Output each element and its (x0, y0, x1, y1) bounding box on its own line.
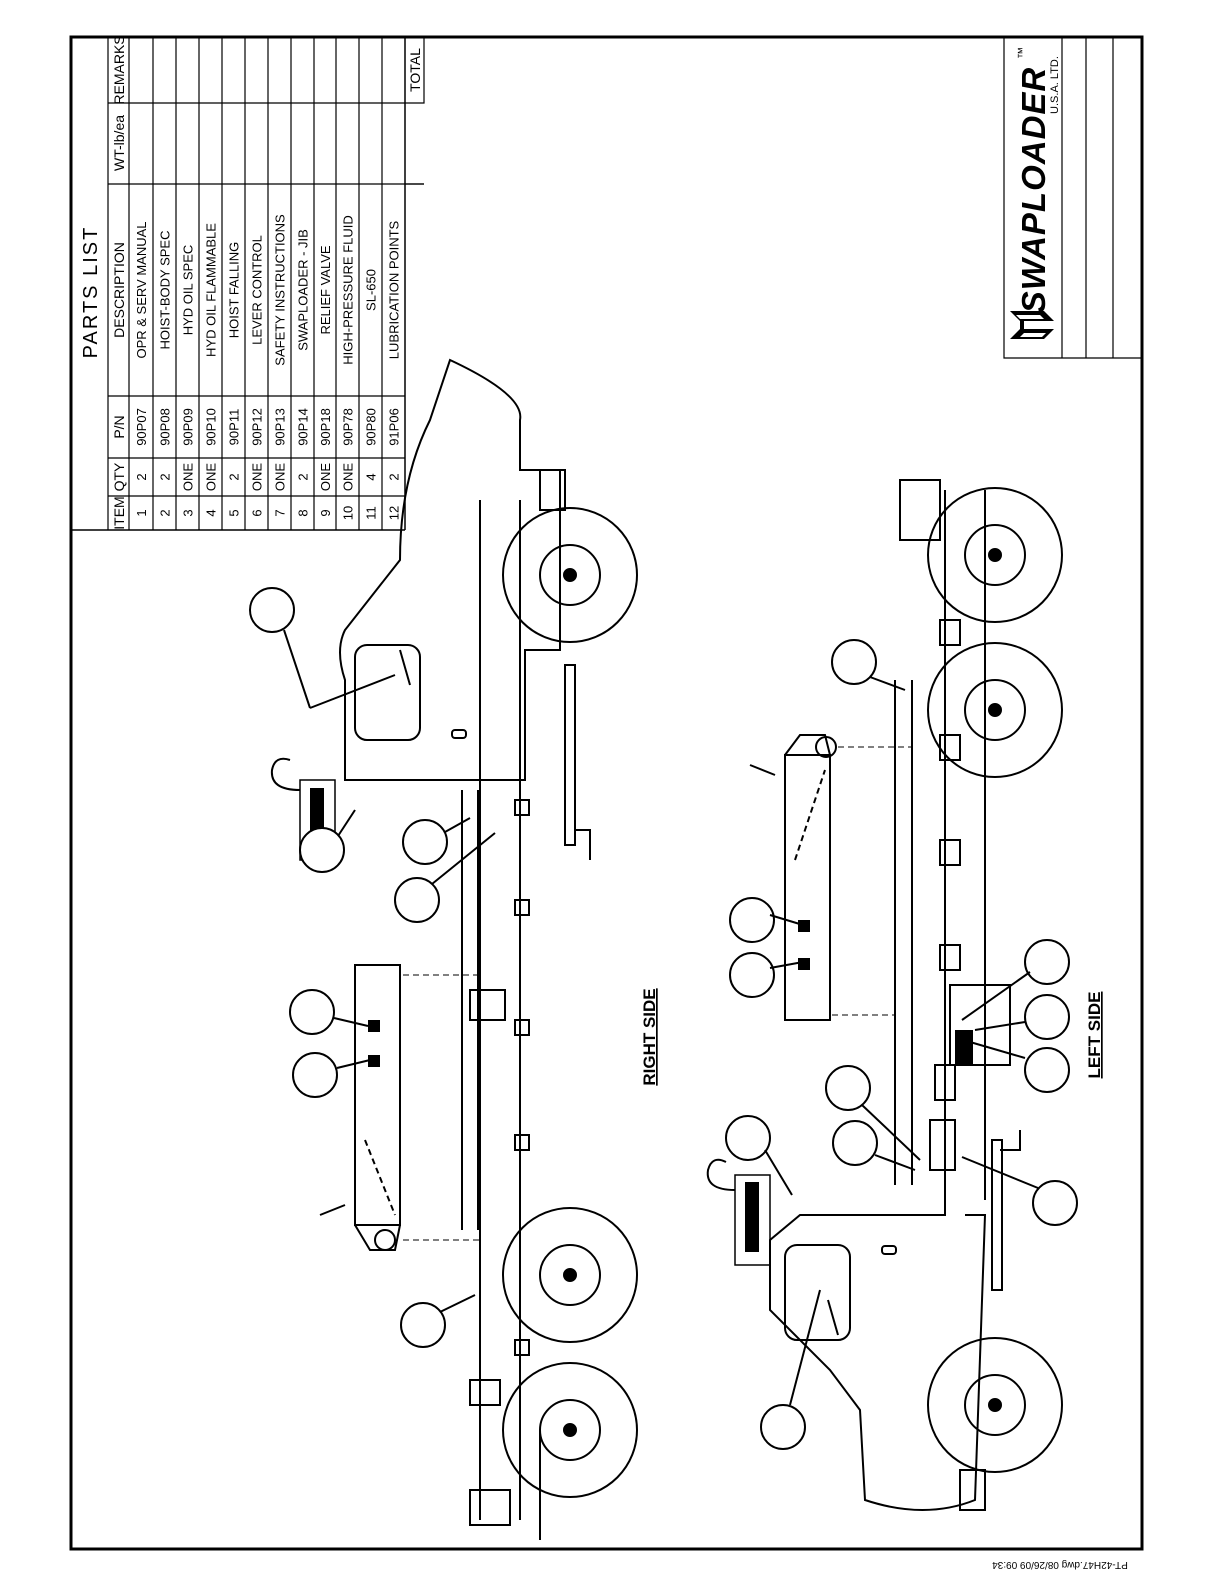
wheel-rear2-left (927, 487, 1063, 623)
brand-subtitle: U.S.A. LTD. (1049, 56, 1061, 114)
right-side-truck-view (270, 358, 638, 1540)
table-row: 5 2 90P11 HOIST FALLING (227, 242, 242, 517)
cell-qty: ONE (181, 463, 196, 492)
cell-pn: 91P06 (387, 408, 402, 446)
cell-qty: 4 (364, 473, 379, 480)
cell-description: HOIST-BODY SPEC (158, 231, 173, 350)
swaploader-emblem-icon (1010, 311, 1054, 339)
cell-pn: 90P08 (158, 408, 173, 446)
table-row: 11 4 90P80 SL-650 (364, 269, 379, 520)
table-row: 12 2 91P06 LUBRICATION POINTS (387, 220, 402, 520)
table-row: 3 ONE 90P09 HYD OIL SPEC (181, 245, 196, 517)
wheel-rear1-right (502, 1207, 638, 1343)
cell-qty: 2 (296, 473, 311, 480)
cell-item: 10 (341, 506, 356, 520)
cell-pn: 90P12 (250, 408, 265, 446)
cell-item: 9 (318, 509, 333, 516)
wheel-front-right (502, 507, 638, 643)
cell-pn: 90P07 (134, 408, 149, 446)
table-row: 1 2 90P07 OPR & SERV MANUAL (134, 221, 149, 516)
cell-pn: 90P78 (341, 408, 356, 446)
file-stamp: PT-42H47.dwg 08/26/09 09:34 (992, 1559, 1128, 1570)
table-row: 7 ONE 90P13 SAFETY INSTRUCTIONS (273, 214, 288, 517)
cell-pn: 90P18 (318, 408, 333, 446)
callout-bubbles-left (725, 639, 1078, 1450)
left-side-label: LEFT SIDE (1085, 992, 1104, 1079)
brand-trademark: ™ (1015, 47, 1029, 59)
cell-qty: 2 (227, 473, 242, 480)
title-block (1003, 37, 1142, 359)
cell-pn: 90P09 (181, 408, 196, 446)
wheel-rear1-left (927, 642, 1063, 778)
header-weight: WT-lb/ea (111, 115, 127, 171)
cell-qty: ONE (341, 463, 356, 492)
table-row: 2 2 90P08 HOIST-BODY SPEC (158, 231, 173, 517)
cell-item: 7 (273, 509, 288, 516)
drawing-border (69, 35, 1144, 1551)
table-row: 4 ONE 90P10 HYD OIL FLAMMABLE (204, 223, 219, 517)
swaploader-logo: SWAPLOADER ™ U.S.A. LTD. (1010, 47, 1061, 339)
cell-description: HIGH-PRESSURE FLUID (341, 215, 356, 365)
header-qty: QTY (111, 462, 127, 491)
cell-qty: 2 (158, 473, 173, 480)
cell-description: SL-650 (364, 269, 379, 311)
cell-qty: ONE (204, 463, 219, 492)
cell-qty: ONE (273, 463, 288, 492)
table-row: 6 ONE 90P12 LEVER CONTROL (250, 235, 265, 517)
cell-pn: 90P14 (296, 408, 311, 446)
cell-item: 2 (158, 509, 173, 516)
header-remarks: REMARKS (111, 35, 127, 104)
cell-item: 1 (134, 509, 149, 516)
parts-list-title: PARTS LIST (80, 226, 102, 359)
header-pn: P/N (111, 415, 127, 438)
cell-qty: 2 (387, 473, 402, 480)
cell-item: 11 (364, 506, 379, 520)
cell-description: SWAPLOADER - JIB (296, 229, 311, 351)
cell-description: LEVER CONTROL (250, 235, 265, 345)
cell-qty: 2 (134, 473, 149, 480)
cell-pn: 90P13 (273, 408, 288, 446)
total-label: TOTAL (407, 48, 423, 92)
table-row: 10 ONE 90P78 HIGH-PRESSURE FLUID (341, 215, 356, 520)
cell-pn: 90P10 (204, 408, 219, 446)
header-description: DESCRIPTION (111, 242, 127, 338)
wheel-rear2-right (502, 1362, 638, 1498)
cell-qty: ONE (318, 463, 333, 492)
left-side-truck-view (706, 479, 1063, 1511)
wheel-front-left (927, 1337, 1063, 1473)
callout-bubbles-right (249, 587, 496, 1348)
cell-item: 12 (387, 506, 402, 520)
cell-item: 8 (296, 509, 311, 516)
cell-qty: ONE (250, 463, 265, 492)
table-row: 9 ONE 90P18 RELIEF VALVE (318, 245, 333, 517)
cell-description: HOIST FALLING (227, 242, 242, 339)
cell-description: LUBRICATION POINTS (387, 220, 402, 359)
cell-description: OPR & SERV MANUAL (134, 221, 149, 358)
cell-item: 3 (181, 509, 196, 516)
table-row: 8 2 90P14 SWAPLOADER - JIB (296, 229, 311, 516)
brand-name: SWAPLOADER (1015, 67, 1052, 314)
cell-description: HYD OIL SPEC (181, 245, 196, 336)
cell-pn: 90P80 (364, 408, 379, 446)
right-side-label: RIGHT SIDE (640, 988, 659, 1085)
cell-item: 5 (227, 509, 242, 516)
parts-list-table: PARTS LIST ITEM QTY P/N DESCRIPTION WT-l… (70, 35, 425, 531)
cell-description: SAFETY INSTRUCTIONS (273, 214, 288, 366)
header-item: ITEM (111, 496, 127, 529)
cell-description: HYD OIL FLAMMABLE (204, 223, 219, 357)
cell-item: 4 (204, 509, 219, 516)
cell-pn: 90P11 (227, 409, 242, 446)
cell-description: RELIEF VALVE (318, 245, 333, 334)
cell-item: 6 (250, 509, 265, 516)
